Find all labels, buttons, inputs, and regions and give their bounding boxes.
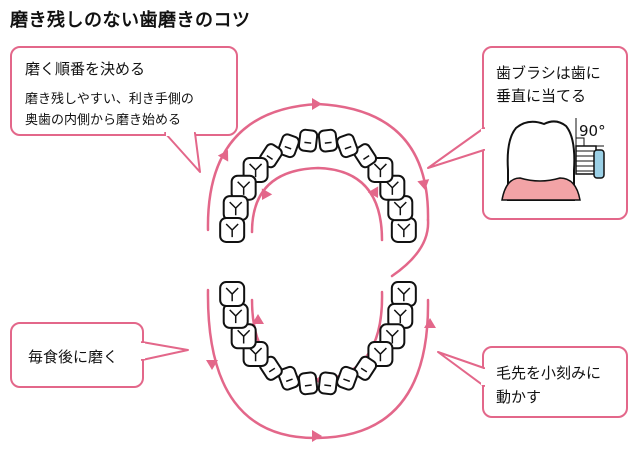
arrowhead-upper-left [217, 150, 229, 162]
upper-tooth-9 [277, 133, 300, 159]
upper-tooth-4 [367, 156, 394, 183]
arrowhead-upper-inner-right [367, 186, 379, 198]
tip-brush-line1: 歯ブラシは歯に [496, 64, 601, 82]
upper-tooth-8 [297, 128, 319, 153]
upper-inner-path [250, 166, 384, 242]
upper-tooth-14 [219, 216, 246, 243]
lower-tooth-8 [297, 371, 319, 396]
upper-tooth-6 [336, 133, 359, 159]
arrowhead-lower-inner-left [252, 314, 264, 324]
tip-after-meal-box: 毎食後に磨く [10, 322, 144, 388]
lower-tooth-14 [219, 281, 246, 308]
arrowhead-lower-right [424, 318, 436, 328]
upper-tooth-7 [317, 128, 339, 153]
lower-tooth-1 [390, 281, 417, 308]
tip-order-heading: 磨く順番を決める [25, 60, 146, 78]
arrowhead-lower-bottom [312, 430, 322, 442]
tip-order-pointer [164, 132, 201, 173]
tip-brush-line2: 垂直に当てる [496, 87, 587, 105]
arrowhead-lower-left [206, 360, 218, 370]
upper-tooth-12 [230, 174, 257, 201]
upper-tooth-13 [222, 195, 249, 222]
tip-motion-line2: 動かす [496, 388, 542, 406]
tip-after-meal-text: 毎食後に磨く [28, 348, 119, 366]
upper-tooth-1 [390, 216, 417, 243]
page-title: 磨き残しのない歯磨きのコツ [10, 10, 251, 31]
tip-after-meal-pointer [141, 341, 189, 361]
tip-motion-line1: 毛先を小刻みに [496, 364, 602, 382]
tip-motion-pointer [437, 351, 485, 387]
tip-brush-pointer [427, 127, 485, 169]
lower-tooth-6 [336, 365, 359, 391]
arrowhead-upper-inner-left [261, 188, 273, 200]
lower-tooth-9 [277, 365, 300, 391]
brushing-path-arrows [206, 98, 436, 442]
lower-tooth-7 [317, 371, 339, 396]
arrowhead-upper-right [417, 179, 430, 190]
arrowhead-upper-top [312, 98, 322, 110]
upper-tooth-2 [387, 195, 414, 222]
lower-tooth-5 [353, 355, 378, 381]
molar-with-brush-icon [501, 118, 605, 201]
lower-tooth-13 [222, 302, 249, 329]
tip-order-box: 磨く順番を決める 磨き残しやすい、利き手側の 奥歯の内側から磨き始める [10, 46, 238, 136]
lower-tooth-4 [367, 341, 394, 368]
tip-order-line1: 磨き残しやすい、利き手側の [25, 92, 194, 107]
lower-tooth-12 [230, 323, 257, 350]
lower-tooth-2 [387, 302, 414, 329]
crossover-path [390, 218, 430, 278]
upper-tooth-5 [353, 143, 378, 169]
tip-order-line2: 奥歯の内側から磨き始める [25, 113, 182, 128]
tip-brush-angle-label: 90° [579, 122, 606, 140]
